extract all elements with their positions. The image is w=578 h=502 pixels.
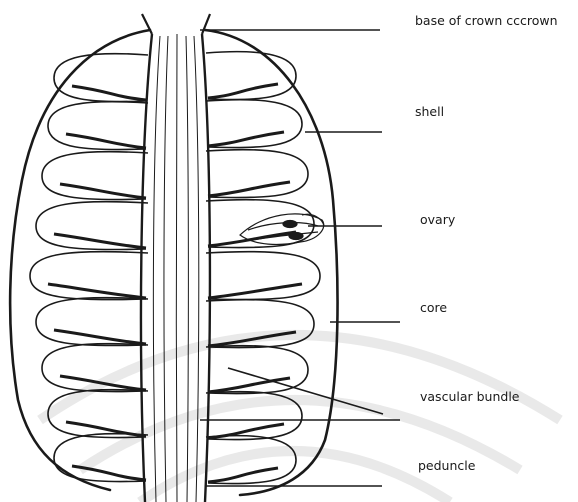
fruitlet-left xyxy=(48,390,148,438)
vascular-strand-right xyxy=(208,468,278,482)
vascular-strand-left xyxy=(60,184,146,198)
fruitlet-left xyxy=(48,102,148,150)
fruitlet-right xyxy=(206,150,308,198)
label-peduncle: peduncle xyxy=(418,460,475,473)
fruitlet-right xyxy=(206,100,302,148)
fruitlet-right xyxy=(206,52,296,100)
fruitlet-right xyxy=(206,252,320,300)
background-watermark xyxy=(40,335,560,502)
vascular-strand-right xyxy=(208,84,278,98)
vascular-strand-left xyxy=(48,284,146,298)
fruitlet-left xyxy=(30,252,148,300)
fruitlet-right xyxy=(206,200,314,248)
label-shell: shell xyxy=(415,106,444,119)
crown-base xyxy=(142,14,210,34)
vascular-strand-right xyxy=(208,284,302,298)
vascular-strand-right xyxy=(208,378,290,392)
label-base-of-crown: base of crown cccrown xyxy=(415,15,558,28)
vascular-strand-left xyxy=(54,234,146,248)
vascular-strand-left xyxy=(72,86,146,100)
vascular-strand-left xyxy=(66,134,146,148)
leader-lines xyxy=(200,30,400,486)
fruitlet-left xyxy=(36,202,148,250)
label-ovary: ovary xyxy=(420,214,455,227)
vascular-strand-right xyxy=(208,132,284,146)
label-core: core xyxy=(420,302,447,315)
vascular-strand-left xyxy=(54,330,146,344)
label-vascular-bundle: vascular bundle xyxy=(420,391,520,404)
fruitlet-left xyxy=(42,152,148,200)
vascular-strand-right xyxy=(208,182,290,196)
ovary-detail xyxy=(240,214,324,245)
fruitlet-left xyxy=(36,298,148,346)
